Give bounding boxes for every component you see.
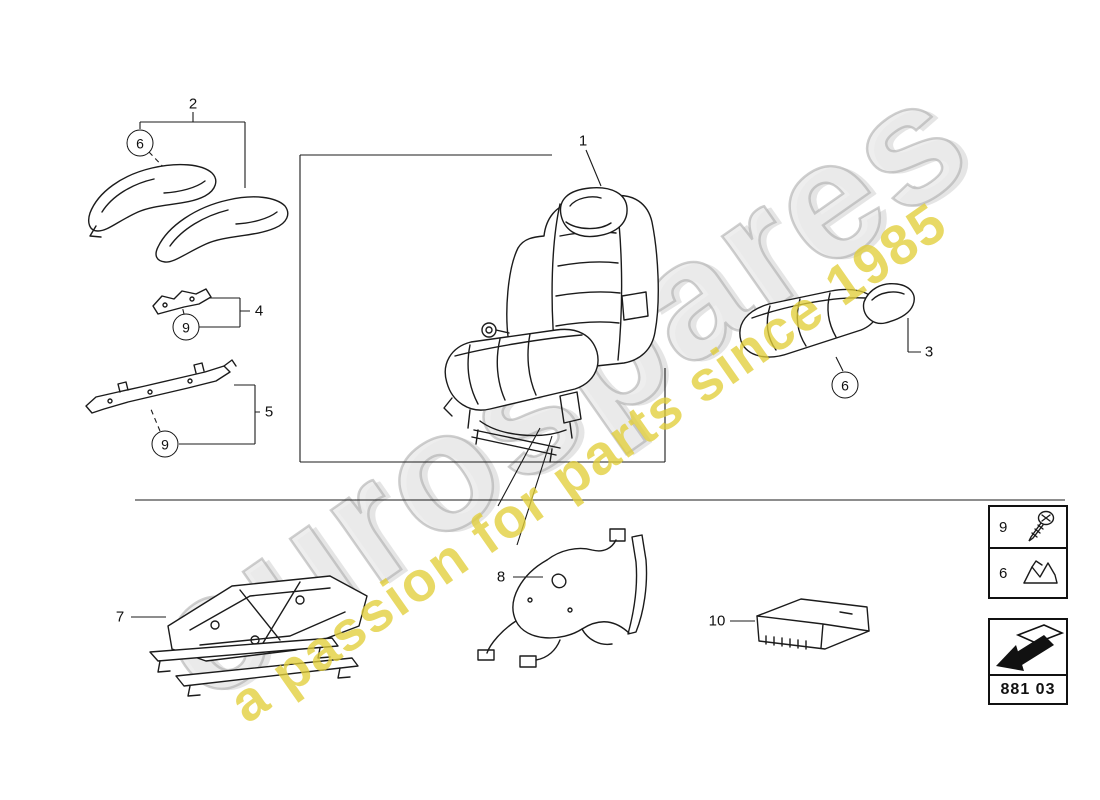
callout-circle-6-right[interactable]: 6 [831, 371, 859, 399]
legend-label-6: 6 [999, 564, 1008, 582]
part-seat-frame [149, 575, 368, 697]
part-control-unit [756, 598, 870, 650]
callout-10[interactable]: 10 [708, 612, 726, 630]
clip-icon [1023, 560, 1058, 584]
callout-8[interactable]: 8 [496, 568, 506, 586]
callout-circle-6-top[interactable]: 6 [126, 129, 154, 157]
callout-1[interactable]: 1 [578, 132, 588, 150]
legend-label-9: 9 [999, 518, 1008, 536]
part-seat-cushion [739, 282, 915, 358]
prev-page-button[interactable] [988, 618, 1068, 676]
callout-circle-9-bottom[interactable]: 9 [151, 430, 179, 458]
prev-page-arrow-icon [996, 624, 1064, 671]
callout-2[interactable]: 2 [188, 95, 198, 113]
callout-7[interactable]: 7 [115, 608, 125, 626]
callout-4[interactable]: 4 [254, 302, 264, 320]
callout-circle-9-top[interactable]: 9 [172, 313, 200, 341]
part-seat [443, 187, 659, 463]
legend-row-clip[interactable]: 6 [988, 547, 1068, 599]
reference-lines [135, 154, 1065, 546]
legend-row-screw[interactable]: 9 [988, 505, 1068, 549]
part-backrest-covers [88, 163, 289, 263]
part-seat-rail-trim [85, 359, 237, 414]
callout-3[interactable]: 3 [924, 343, 934, 361]
screw-icon [1028, 510, 1055, 542]
part-guide-bracket [152, 288, 212, 315]
leader-lines [131, 112, 921, 622]
part-wiring-harness [477, 528, 648, 668]
part-group-code: 881 03 [988, 674, 1068, 705]
callout-5[interactable]: 5 [264, 403, 274, 421]
